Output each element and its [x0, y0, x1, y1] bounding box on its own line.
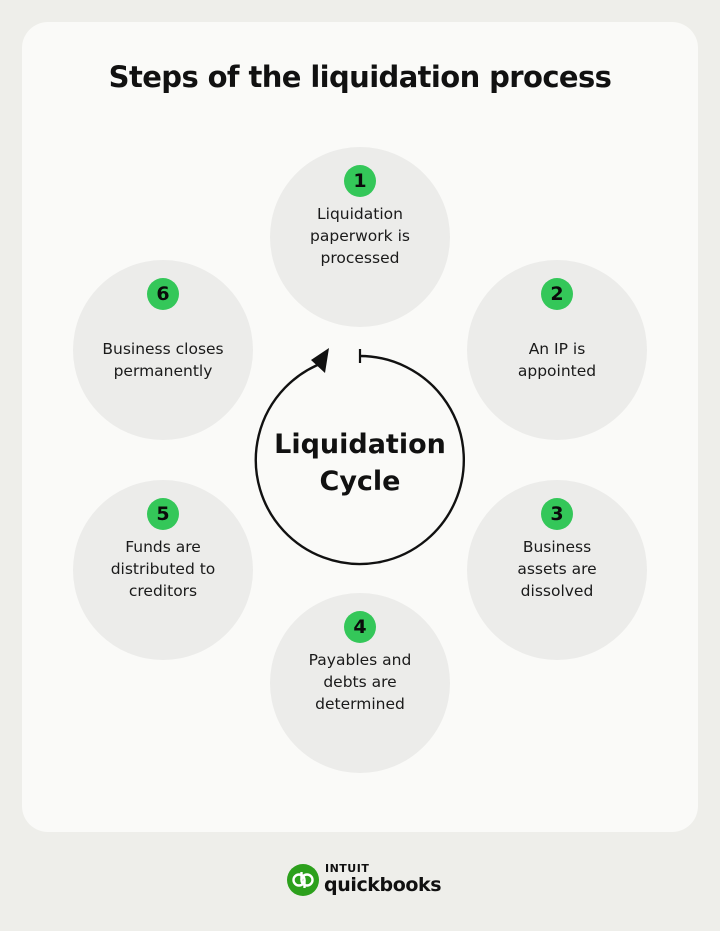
step-1-badge: 1: [344, 165, 376, 197]
cycle-arc: [254, 354, 465, 566]
step-3-circle: 3 Business assets are dissolved: [467, 480, 647, 660]
step-4-badge: 4: [344, 611, 376, 643]
step-2-badge: 2: [541, 278, 573, 310]
step-1-circle: 1 Liquidation paperwork is processed: [270, 147, 450, 327]
step-6-badge: 6: [147, 278, 179, 310]
step-3-badge: 3: [541, 498, 573, 530]
step-2-text: An IP is appointed: [517, 340, 597, 380]
step-6-circle: 6 Business closes permanently: [73, 260, 253, 440]
logo-intuit-text: INTUIT: [325, 862, 370, 875]
step-5-circle: 5 Funds are distributed to creditors: [73, 480, 253, 660]
step-5-text: Funds are distributed to creditors: [110, 538, 216, 600]
quickbooks-qb-logo-icon: [287, 864, 319, 896]
cycle-arrowhead-icon: [311, 348, 329, 373]
cycle-arrow: [254, 348, 465, 566]
logo-quickbooks-text: quickbooks: [324, 874, 442, 896]
page-title: Steps of the liquidation process: [108, 60, 612, 94]
quickbooks-logo: INTUIT quickbooks: [287, 859, 447, 905]
step-5-badge: 5: [147, 498, 179, 530]
step-2-circle: 2 An IP is appointed: [467, 260, 647, 440]
step-4-text: Payables and debts are determined: [308, 651, 412, 713]
step-1-text: Liquidation paperwork is processed: [310, 205, 410, 267]
step-6-text: Business closes permanently: [102, 340, 224, 380]
step-3-text: Business assets are dissolved: [517, 538, 597, 600]
step-4-circle: 4 Payables and debts are determined: [270, 593, 450, 773]
center-label: Liquidation Cycle: [274, 429, 446, 497]
